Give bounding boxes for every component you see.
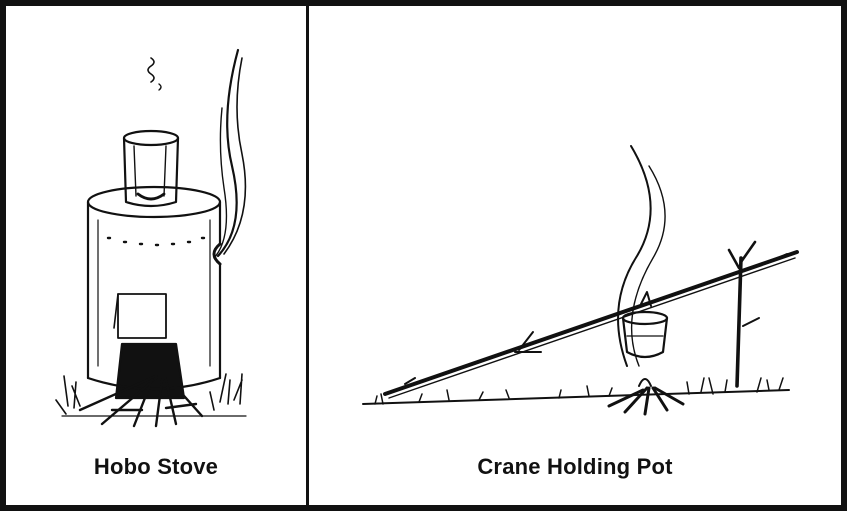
- caption-crane-pot: Crane Holding Pot: [309, 454, 841, 480]
- crane-pot-icon: [309, 6, 841, 505]
- caption-hobo-stove: Hobo Stove: [6, 454, 306, 480]
- panel-crane-pot: Crane Holding Pot: [309, 6, 841, 505]
- hobo-stove-icon: [6, 6, 306, 505]
- panel-hobo-stove: Hobo Stove: [6, 6, 306, 505]
